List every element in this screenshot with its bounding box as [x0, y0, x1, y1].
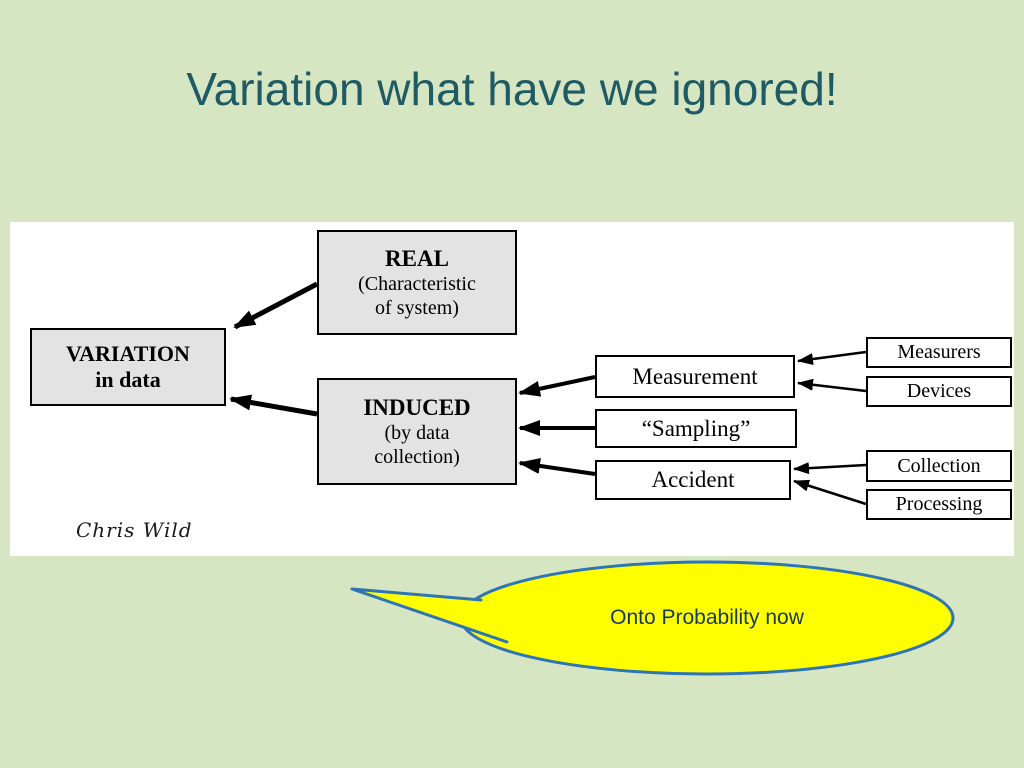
speech-bubble-shape	[350, 560, 955, 676]
variation-label-line2: in data	[95, 367, 161, 392]
real-box: REAL (Characteristic of system)	[317, 230, 517, 335]
devices-box: Devices	[866, 376, 1012, 407]
accident-label: Accident	[651, 467, 735, 492]
processing-label: Processing	[895, 493, 983, 515]
arrow-real-to-variation	[233, 281, 319, 330]
variation-label-line1: VARIATION	[66, 340, 190, 366]
variation-box: VARIATION in data	[30, 328, 226, 406]
induced-label-line3: collection)	[374, 446, 460, 469]
processing-box: Processing	[866, 489, 1012, 520]
induced-label-line1: INDUCED	[363, 394, 471, 420]
arrow-measurement-to-induced	[518, 375, 596, 397]
measurement-box: Measurement	[595, 355, 795, 398]
induced-box: INDUCED (by data collection)	[317, 378, 517, 485]
arrow-induced-to-variation	[229, 394, 318, 417]
collection-label: Collection	[897, 454, 981, 477]
arrow-accident-to-induced	[518, 457, 596, 476]
diagram-panel: VARIATION in data REAL (Characteristic o…	[10, 222, 1014, 556]
arrow-processing-to-accident	[793, 479, 867, 506]
slide-title: Variation what have we ignored!	[186, 63, 838, 115]
measurement-label: Measurement	[632, 363, 758, 389]
sampling-label: “Sampling”	[641, 415, 751, 441]
real-label-line2: (Characteristic	[358, 273, 476, 296]
sampling-box: “Sampling”	[595, 409, 797, 448]
arrow-collection-to-accident	[793, 462, 867, 475]
real-label-line3: of system)	[375, 297, 459, 320]
arrow-devices-to-measurement	[797, 378, 867, 393]
arrow-measurers-to-measurement	[797, 350, 867, 365]
devices-label: Devices	[906, 380, 972, 402]
measurers-label: Measurers	[897, 341, 981, 363]
callout-text: Onto Probability now	[610, 606, 804, 629]
collection-box: Collection	[866, 450, 1012, 482]
induced-label-line2: (by data	[384, 422, 450, 445]
accident-box: Accident	[595, 460, 791, 500]
measurers-box: Measurers	[866, 337, 1012, 368]
speech-bubble-tail	[350, 587, 509, 644]
real-label-line1: REAL	[385, 245, 449, 271]
speech-bubble-callout: Onto Probability now	[335, 556, 975, 686]
author-signature: Chris Wild	[76, 518, 193, 542]
